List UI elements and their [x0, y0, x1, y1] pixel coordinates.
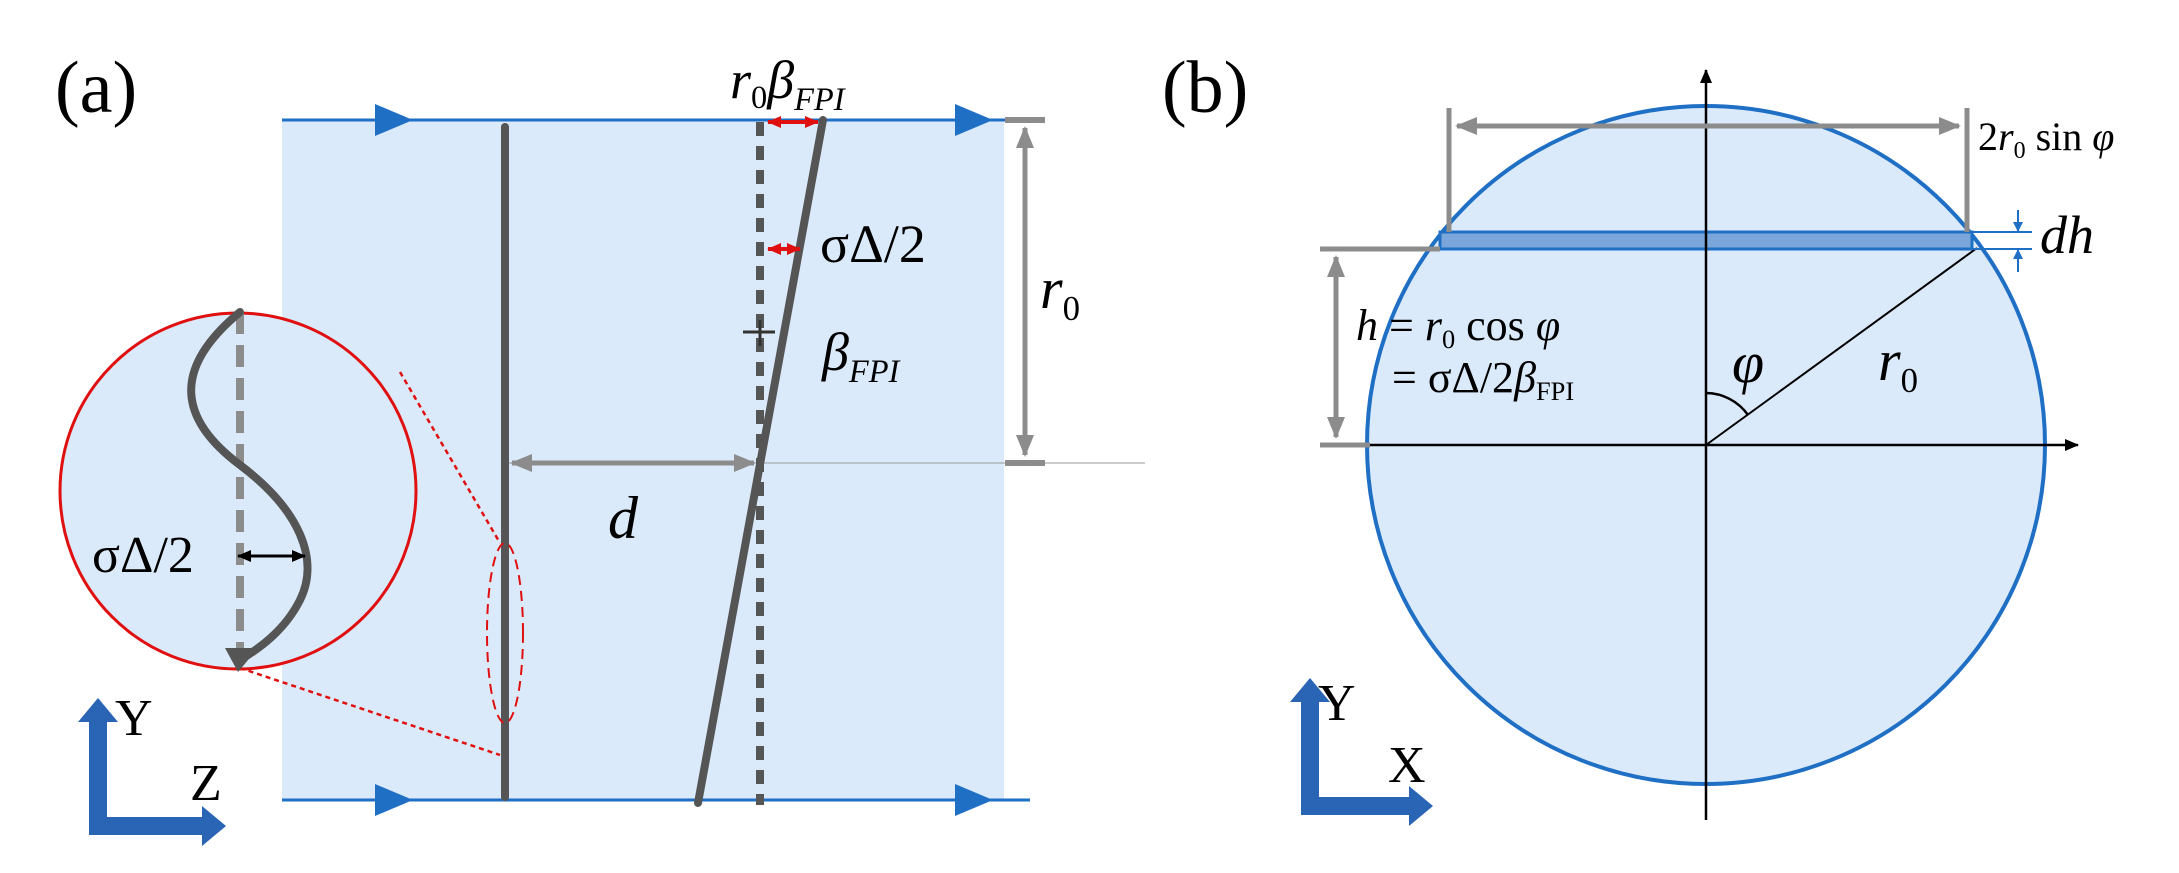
d-label: d: [608, 485, 639, 551]
axis-x-label: X: [1388, 737, 1426, 794]
inset-wavy-end-icon: [225, 648, 258, 672]
panel-a: (a) r0βFPI σΔ/2 βFPI r0 d σΔ/2 Y Z: [55, 47, 1145, 846]
yz-axes-icon: [78, 698, 226, 846]
axis-z-label: Z: [190, 755, 222, 812]
h-formula-line2: = σΔ/2βFPI: [1392, 353, 1574, 406]
chord-label: 2r0 sin φ: [1978, 114, 2114, 164]
beam-arrow-icon: [375, 784, 413, 816]
phi-arc: [1705, 391, 1750, 416]
mirror-tilted: [694, 116, 827, 807]
panel-b: (b) 2r0 sin φ dh h = r0 cos φ = σΔ/2βFPI…: [1162, 47, 2114, 826]
dh-label: dh: [2040, 205, 2094, 265]
inset-sigma-label: σΔ/2: [92, 527, 194, 584]
axis-y-label: Y: [1318, 675, 1356, 732]
inset-wavy-surface: [187, 308, 312, 664]
beam-arrow-icon: [955, 104, 993, 136]
zoom-connector: [398, 371, 502, 544]
axis-y-label: Y: [115, 690, 153, 747]
beam-arrow-icon: [955, 784, 993, 816]
sigma-label: σΔ/2: [820, 214, 926, 274]
phi-label: φ: [1732, 330, 1764, 395]
r0-label: r0: [1040, 256, 1080, 328]
zoom-ellipse: [486, 542, 524, 724]
h-formula-line1: h = r0 cos φ: [1356, 301, 1560, 354]
zoom-connector: [239, 666, 501, 757]
panel-a-tag: (a): [55, 47, 137, 129]
xy-axes-icon: [1290, 678, 1433, 826]
radius-line: [1705, 247, 1978, 446]
tilt-label: r0βFPI: [730, 50, 847, 118]
panel-b-tag: (b): [1162, 47, 1248, 129]
r0-label: r0: [1878, 328, 1918, 400]
beam-arrow-icon: [375, 104, 413, 136]
beta-label: βFPI: [821, 322, 901, 390]
